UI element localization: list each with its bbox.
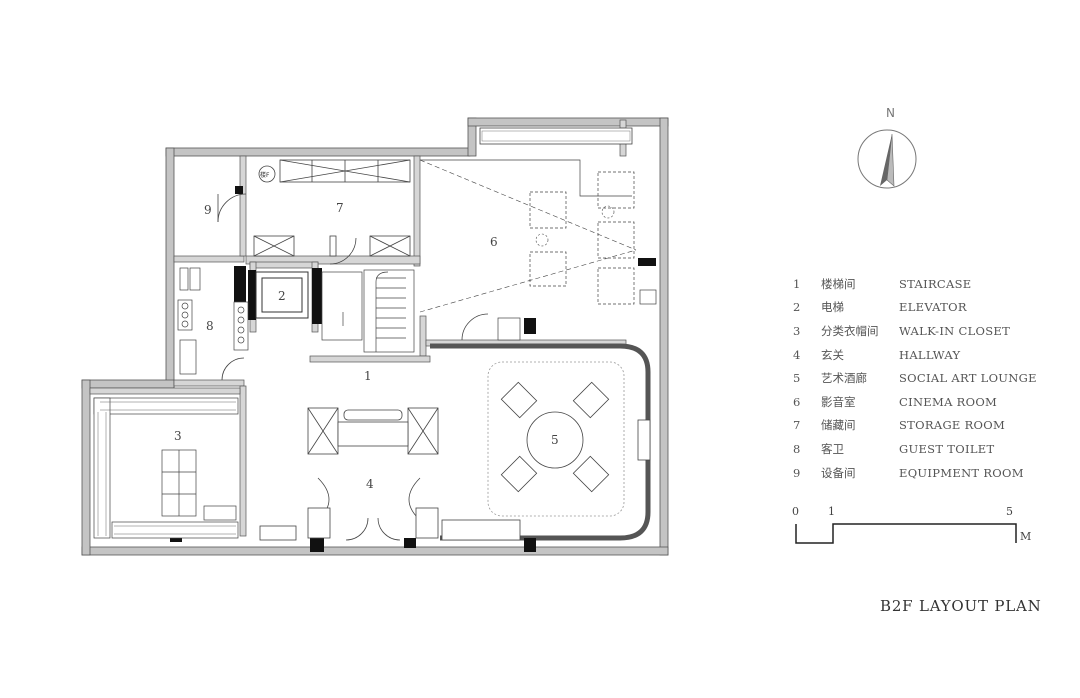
cinema-room	[419, 127, 657, 341]
room-number-8: 8	[206, 319, 214, 333]
room-number-4: 4	[366, 477, 374, 491]
columns	[170, 186, 656, 552]
north-arrow-icon	[857, 129, 917, 189]
staircase	[321, 269, 415, 353]
plan-title: B2F LAYOUT PLAN	[880, 597, 1042, 615]
room-number-5: 5	[551, 433, 559, 447]
scale-bar	[795, 523, 1017, 544]
room-number-9: 9	[204, 203, 212, 217]
scale-label-zero: 0	[792, 505, 799, 518]
room-number-2: 2	[278, 289, 286, 303]
closet-hangers	[97, 401, 236, 536]
elevator	[255, 271, 309, 319]
room-numbers: 1 2 3 4 5 6 7 8 9	[174, 201, 559, 491]
interior-walls	[89, 119, 627, 537]
room-number-3: 3	[174, 429, 182, 443]
exterior-walls	[81, 117, 669, 556]
hallway-furniture	[259, 407, 521, 541]
room-number-7: 7	[336, 201, 344, 215]
lounge-furniture	[487, 361, 651, 517]
doors	[217, 193, 489, 541]
scale-label-five: 5	[1006, 505, 1013, 518]
room-number-1: 1	[364, 369, 372, 383]
equipment-sign: 楼F	[260, 171, 270, 179]
closet-racks	[93, 397, 239, 539]
toilet-fixtures	[177, 267, 249, 375]
scale-label-one: 1	[828, 505, 835, 518]
storage-cabinets	[253, 159, 411, 257]
room-number-6: 6	[490, 235, 498, 249]
scale-unit: M	[1020, 530, 1032, 543]
north-label: N	[886, 106, 895, 120]
